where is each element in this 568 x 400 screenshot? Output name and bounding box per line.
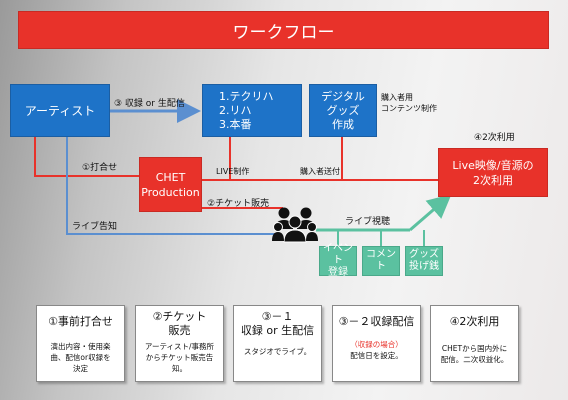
card-recorded-note: （収録の場合） [350,340,403,349]
card-recording-body-1: スタジオでライブ。 [243,347,312,356]
card-ticket-body-3: 知。 [172,364,187,373]
card-recorded-body-1: 配信日を設定。 [350,351,403,360]
card-pre-meeting-body-2: 曲、配信or収録を [50,353,111,362]
live-video-line-1: Live映像/音源の [452,158,534,172]
card-ticket-sales-body: アーティスト/事務所 からチケット販売告 知。 [136,341,223,374]
card-secondary-body-2: 配信。二次収益化。 [440,355,509,364]
card-secondary-heading: ④2次利用 [449,315,500,328]
audience-group-icon [272,207,318,243]
goods-tip-line-2: 投げ銭 [409,261,439,272]
recording-step-2: 2.リハ [219,103,252,117]
card-secondary-body-1: CHETから国内外に [441,344,508,353]
chet-line-1: CHET [155,170,186,184]
node-goods-tip: グッズ 投げ銭 [405,246,443,276]
card-recorded-heading: ③－２収録配信 [338,315,415,328]
card-pre-meeting: ①事前打合せ 演出内容・使用楽 曲、配信or収録を 決定 [36,305,125,382]
node-live-video: Live映像/音源の 2次利用 [438,148,548,197]
card-recorded-delivery: ③－２収録配信 （収録の場合） 配信日を設定。 [332,305,421,382]
card-pre-meeting-body-3: 決定 [73,364,88,373]
node-artist-label: アーティスト [24,103,96,118]
label-secondary-use: ④2次利用 [474,133,515,143]
card-ticket-heading-1: ②チケット [152,310,207,323]
card-ticket-body-1: アーティスト/事務所 [144,342,215,351]
event-login-line-1: イベント [323,243,353,266]
label-content-production: 購入者用 コンテンツ制作 [381,92,437,114]
card-recording-heading: ③－１ 収録 or 生配信 [234,310,321,338]
card-pre-meeting-heading: ①事前打合せ [48,315,113,328]
line-live-notice [66,137,276,235]
card-recording-heading-1: ③－１ [261,310,294,323]
card-secondary-body: CHETから国内外に 配信。二次収益化。 [431,343,518,365]
digital-goods-line-1: デジタル [321,89,365,103]
recording-step-3: 3.本番 [219,117,252,131]
card-pre-meeting-body-1: 演出内容・使用楽 [50,342,111,351]
label-meeting: ①打合せ [82,163,118,173]
node-recording-steps: 1.テクリハ 2.リハ 3.本番 [202,84,302,137]
node-chet-production: CHET Production [139,157,202,212]
digital-goods-line-3: 作成 [332,117,354,131]
label-live-notice: ライブ告知 [72,222,118,232]
comment-label: コメント [366,249,396,272]
goods-tip-line-1: グッズ [409,249,439,260]
content-production-line-1: 購入者用 [381,93,413,102]
card-recording-body: スタジオでライブ。 [234,346,321,357]
card-pre-meeting-body: 演出内容・使用楽 曲、配信or収録を 決定 [37,341,124,374]
node-digital-goods: デジタル グッズ 作成 [309,84,377,137]
card-ticket-body-2: からチケット販売告 [145,353,214,362]
label-ticket-sales: ②チケット販売 [207,199,270,209]
event-login-line-2: 登録 [328,267,348,278]
card-ticket-sales: ②チケット 販売 アーティスト/事務所 からチケット販売告 知。 [135,305,224,382]
line-meeting [34,137,139,177]
live-video-line-2: 2次利用 [473,173,513,187]
node-artist: アーティスト [10,84,110,137]
node-comment: コメント [362,246,400,276]
card-recording-live: ③－１ 収録 or 生配信 スタジオでライブ。 [233,305,322,382]
card-secondary-use: ④2次利用 CHETから国内外に 配信。二次収益化。 [430,305,519,382]
recording-step-1: 1.テクリハ [219,89,274,103]
page-title: ワークフロー [18,11,549,49]
card-ticket-heading-2: 販売 [168,324,191,337]
label-buyer-delivery: 購入者送付 [300,167,340,176]
card-recorded-body: （収録の場合） 配信日を設定。 [333,339,420,361]
label-live-production: LIVE制作 [216,167,250,176]
label-recording-delivery: ③ 収録 or 生配信 [114,99,185,109]
node-event-login: イベント 登録 [319,243,357,278]
card-ticket-sales-heading: ②チケット 販売 [136,310,223,338]
card-recording-heading-2: 収録 or 生配信 [240,324,315,337]
content-production-line-2: コンテンツ制作 [381,104,437,113]
arrow-to-secondary-use [409,194,452,232]
label-live-viewing: ライブ視聴 [345,217,391,227]
chet-line-2: Production [141,185,200,199]
digital-goods-line-2: グッズ [326,103,360,117]
